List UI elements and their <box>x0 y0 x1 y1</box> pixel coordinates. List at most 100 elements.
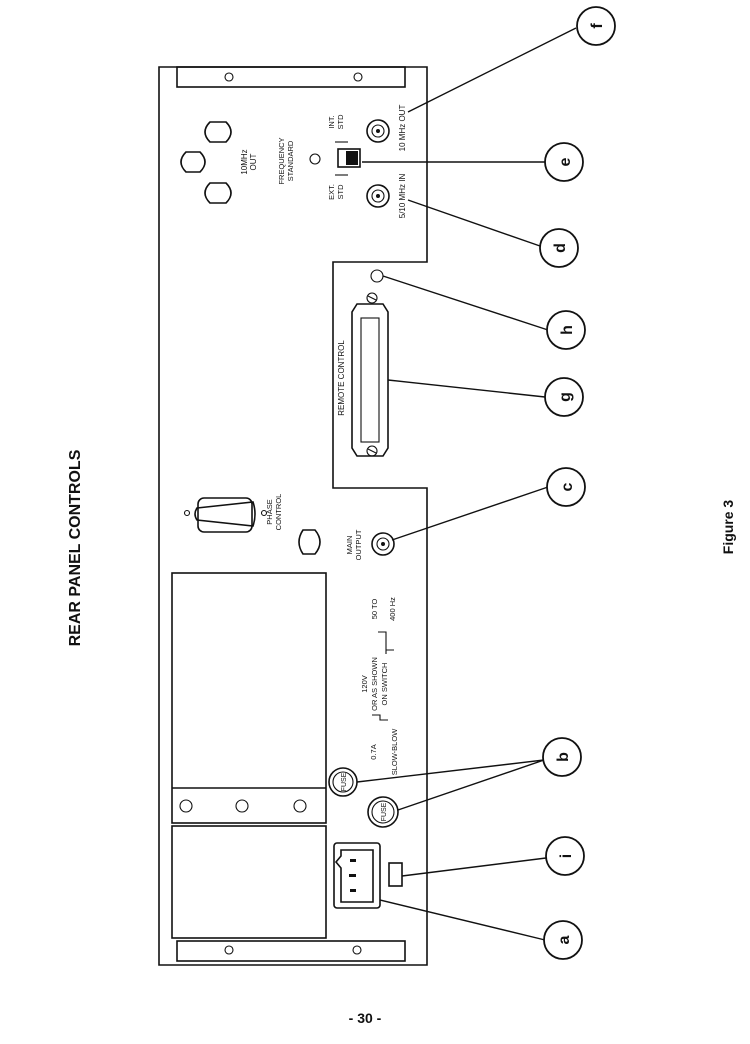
ref-in-bnc-inner <box>371 189 385 203</box>
fuse-holder-2-outer[interactable] <box>367 796 399 828</box>
ref-in-bnc-pin <box>376 194 380 198</box>
remote-control-connector-shell[interactable] <box>351 303 389 457</box>
frequency-standard-led <box>309 153 321 165</box>
power-module-hole-2 <box>235 799 249 813</box>
callout-d: d <box>539 228 579 268</box>
callout-g: g <box>544 377 584 417</box>
ac-power-switch[interactable] <box>388 862 403 887</box>
callout-h: h <box>546 310 586 350</box>
fuse-holder-1-inner <box>332 771 354 793</box>
power-module-lower-plate <box>171 825 327 939</box>
int-std-label-bottom: STD <box>336 114 345 130</box>
phase-control-label-top: PHASE <box>265 499 274 524</box>
frequency-standard-label-top: FREQUENCY <box>277 137 286 184</box>
leader-b2 <box>397 759 545 811</box>
callout-i: i <box>545 836 585 876</box>
rack-ear-bottom <box>176 940 406 962</box>
page-heading: REAR PANEL CONTROLS <box>67 449 84 646</box>
leader-h <box>382 275 549 331</box>
main-output-bnc-outer[interactable] <box>371 532 395 556</box>
fuse-holder-1-label: FUSE <box>341 772 348 791</box>
main-output-label-top: MAIN <box>345 536 354 555</box>
ten-mhz-out-d-connector-lower <box>204 182 232 204</box>
phase-control-screw-left <box>183 509 191 517</box>
main-output-bnc-pin <box>381 542 385 546</box>
ac-inlet-pin-3 <box>350 889 356 892</box>
fuse-holder-2-label: FUSE <box>381 802 388 821</box>
main-output-bnc-inner <box>376 537 390 551</box>
rack-ear-bottom-hole-right <box>352 945 362 955</box>
callout-d-letter: d <box>552 243 569 253</box>
power-module-cover <box>171 572 327 824</box>
remote-control-screw-top-slot <box>367 295 377 301</box>
rack-ear-top <box>176 66 406 88</box>
ext-std-label-bottom: STD <box>336 184 345 200</box>
phase-control-label-bottom: CONTROL <box>274 494 283 531</box>
ten-mhz-out-bnc-outer[interactable] <box>366 119 390 143</box>
callout-i-letter: i <box>558 854 575 858</box>
ext-std-label-top: EXT. <box>327 184 336 200</box>
leader-c <box>391 486 549 541</box>
fuse-rating-label-top: 0.7A <box>369 744 378 759</box>
callout-f-letter: f <box>589 23 606 29</box>
ten-mhz-out-bnc-label: 10 MHz OUT <box>398 105 407 152</box>
power-module-hole-1 <box>179 799 193 813</box>
remote-control-label: REMOTE CONTROL <box>337 340 346 416</box>
remote-control-connector-insert <box>360 317 380 443</box>
ac-inlet-socket <box>334 849 374 903</box>
frequency-standard-label-bottom: STANDARD <box>286 140 295 181</box>
page-number: - 30 - <box>348 1010 382 1026</box>
rack-ear-top-hole-left <box>224 72 234 82</box>
range-volt-line-3: ON SWITCH <box>380 663 389 706</box>
panel-outline <box>158 66 428 966</box>
range-volt-line-1: 120V <box>360 675 369 693</box>
frequency-standard-switch-housing <box>337 148 361 168</box>
callout-c-letter: c <box>559 482 576 491</box>
int-std-label-top: INT. <box>327 115 336 128</box>
leader-i <box>401 857 547 877</box>
range-freq-label-top: 50 TO <box>370 599 379 620</box>
ref-in-bnc-outer[interactable] <box>366 184 390 208</box>
ten-mhz-out-d-connector-middle <box>180 151 206 173</box>
leader-b1 <box>356 759 545 783</box>
range-freq-label-bottom: 400 Hz <box>388 597 397 621</box>
ac-inlet-pin-2 <box>349 874 356 877</box>
fuse-rating-label-bottom: SLOW-BLOW <box>390 728 399 775</box>
callout-h-letter: h <box>559 325 576 335</box>
main-output-label-bottom: OUTPUT <box>354 529 363 560</box>
callout-e: e <box>544 142 584 182</box>
rack-ear-bottom-hole-left <box>224 945 234 955</box>
leader-f <box>407 27 577 113</box>
remote-control-screw-bottom <box>366 445 378 457</box>
remote-control-screw-bottom-slot <box>367 448 377 454</box>
remote-control-indicator-hole <box>370 269 384 283</box>
leader-a <box>379 899 546 941</box>
range-volt-line-2: OR AS SHOWN <box>370 657 379 711</box>
ten-mhz-out-d-connector-upper <box>204 121 232 143</box>
callout-e-letter: e <box>557 157 574 166</box>
leader-d <box>407 199 541 247</box>
phase-control-d-sub[interactable] <box>197 497 253 533</box>
callout-c: c <box>546 467 586 507</box>
figure-caption: Figure 3 <box>720 500 736 555</box>
phase-control-connector[interactable] <box>194 501 256 527</box>
callout-a: a <box>543 920 583 960</box>
callout-b-letter: b <box>555 752 572 762</box>
range-freq-bracket <box>378 631 394 654</box>
ac-inlet-pin-1 <box>350 859 356 862</box>
callout-b: b <box>542 737 582 777</box>
callout-g-letter: g <box>557 392 574 402</box>
ac-inlet-housing[interactable] <box>333 842 381 909</box>
ref-in-bnc-label: 5/10 MHz IN <box>398 174 407 219</box>
remote-control-screw-top <box>366 292 378 304</box>
phase-control-screw-right <box>260 509 268 517</box>
ten-mhz-out-bnc-inner <box>371 124 385 138</box>
rack-ear-top-hole-right <box>353 72 363 82</box>
callout-f: f <box>576 6 616 46</box>
frequency-standard-switch[interactable] <box>346 151 358 165</box>
leader-g <box>387 379 546 398</box>
ten-mhz-out-label-top: 10MHz <box>240 149 249 174</box>
ten-mhz-out-label-bottom: OUT <box>249 153 258 170</box>
power-module-hole-3 <box>293 799 307 813</box>
